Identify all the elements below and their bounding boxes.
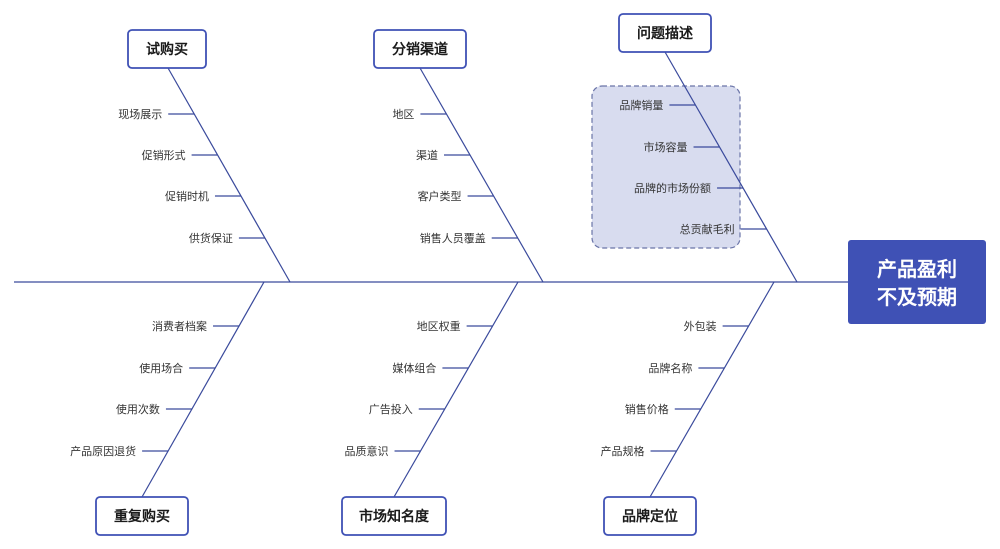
cause-label: 品质意识 — [345, 444, 389, 458]
cause-label: 产品原因退货 — [70, 444, 136, 458]
lines-layer — [14, 51, 848, 498]
top-bone-0 — [167, 67, 291, 283]
cause-label: 促销时机 — [165, 189, 209, 203]
category-label: 品牌定位 — [622, 508, 678, 525]
category-label: 试购买 — [146, 41, 188, 58]
cause-label: 地区权重 — [417, 319, 461, 333]
result-text-line-1: 产品盈利 — [877, 257, 957, 281]
cause-label: 品牌名称 — [648, 361, 692, 375]
cause-label: 广告投入 — [369, 402, 413, 416]
cause-label: 产品规格 — [601, 444, 645, 458]
category-label: 问题描述 — [637, 25, 693, 42]
cause-label: 使用场合 — [139, 361, 183, 375]
result-text-line-2: 不及预期 — [877, 285, 957, 309]
category-label: 市场知名度 — [359, 508, 430, 525]
cause-label: 供货保证 — [189, 231, 233, 245]
cause-label: 客户类型 — [418, 189, 462, 203]
category-box — [618, 13, 712, 53]
bottom-bone-0 — [141, 281, 265, 498]
cause-label: 消费者档案 — [152, 319, 207, 333]
cause-label: 销售价格 — [625, 402, 669, 416]
cause-label: 渠道 — [416, 148, 438, 162]
cause-label: 促销形式 — [142, 148, 186, 162]
category-label: 重复购买 — [114, 508, 170, 525]
highlight-region — [591, 85, 741, 249]
cause-label: 现场展示 — [118, 107, 162, 121]
result-box: 产品盈利 不及预期 — [848, 240, 986, 324]
bottom-bone-2 — [649, 281, 775, 498]
top-bone-2 — [664, 51, 798, 283]
cause-label: 品牌的市场份额 — [634, 181, 711, 195]
cause-label: 总贡献毛利 — [680, 222, 735, 236]
category-box — [341, 496, 447, 536]
cause-label: 市场容量 — [644, 140, 688, 154]
category-box — [127, 29, 207, 69]
cause-label: 销售人员覆盖 — [420, 231, 486, 245]
top-bone-1 — [419, 67, 544, 283]
category-box — [95, 496, 189, 536]
category-box — [373, 29, 467, 69]
category-box — [603, 496, 697, 536]
bottom-bone-1 — [393, 281, 519, 498]
cause-label: 品牌销量 — [619, 98, 663, 112]
highlight-layer — [591, 85, 741, 249]
cause-label: 地区 — [392, 108, 414, 121]
cause-label: 外包装 — [684, 320, 717, 333]
category-label: 分销渠道 — [392, 41, 448, 58]
cause-label: 使用次数 — [116, 402, 160, 416]
cause-label: 媒体组合 — [392, 361, 436, 375]
